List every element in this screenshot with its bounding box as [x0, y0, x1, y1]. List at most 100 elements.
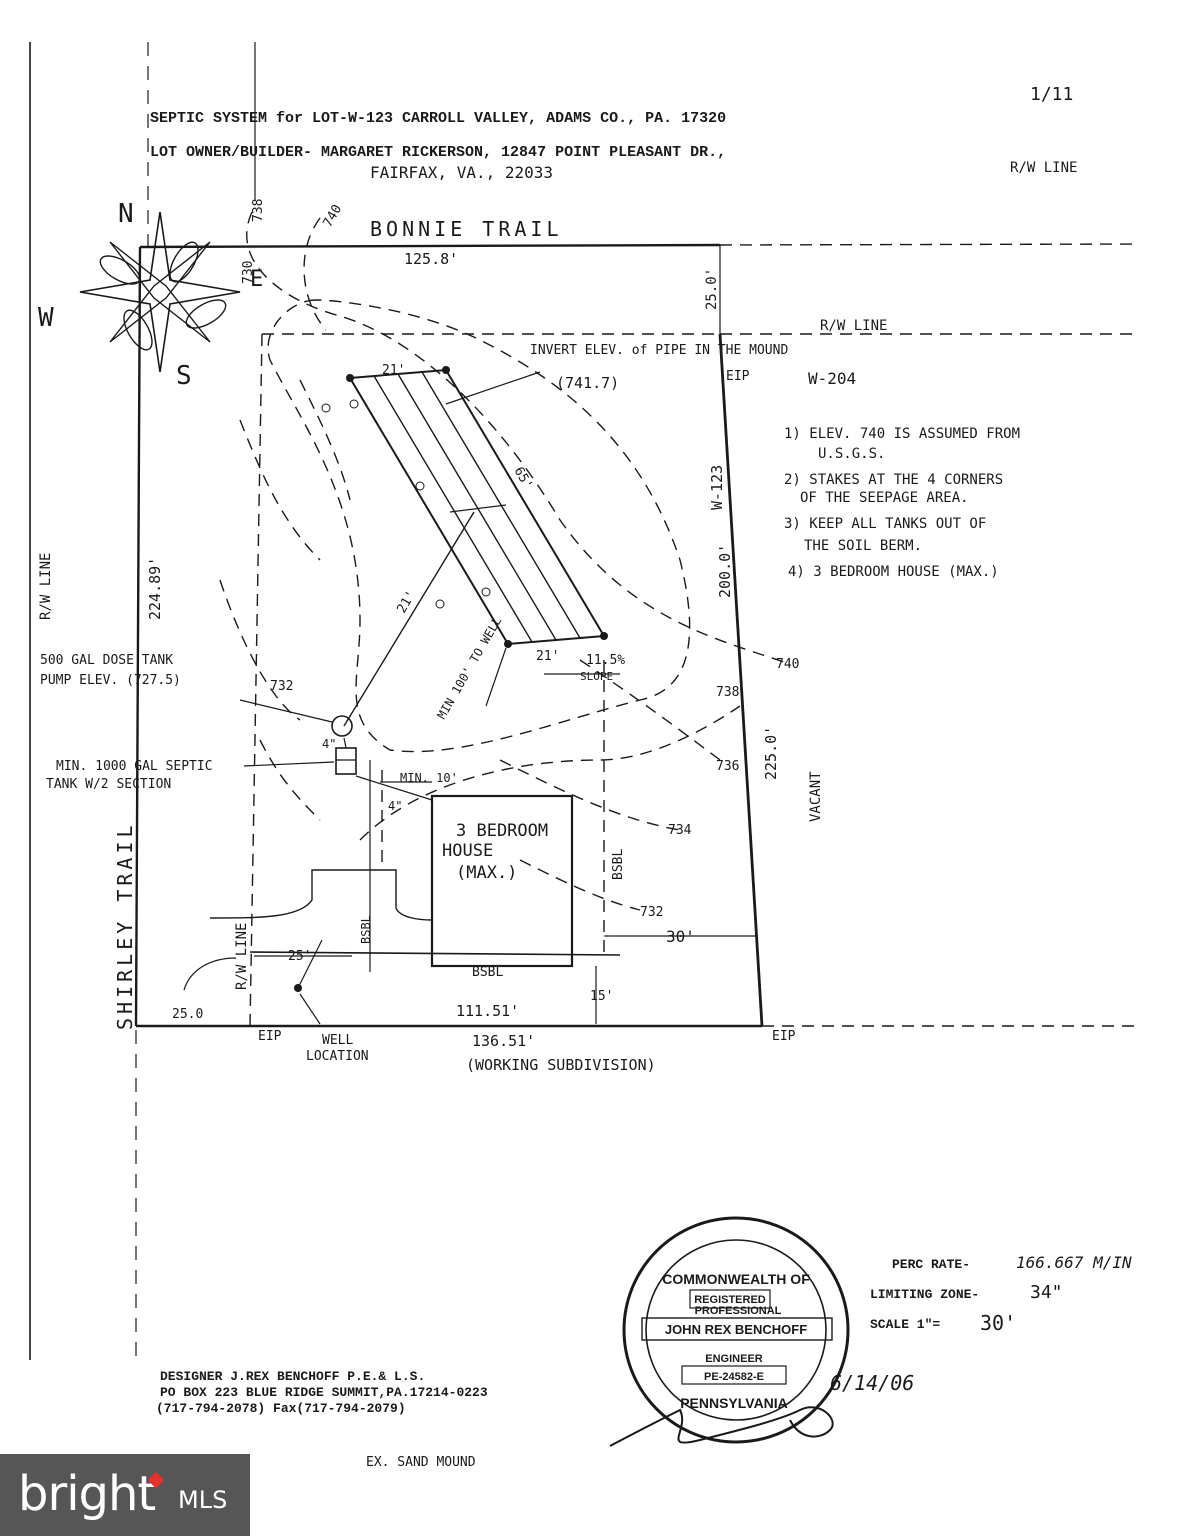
compass-e: E — [250, 267, 263, 292]
well-location-2: LOCATION — [306, 1049, 369, 1064]
house-bottom-dim: 15' — [590, 989, 613, 1004]
four-inch-a: 4" — [322, 737, 336, 751]
top-setback-dim: 25.0' — [704, 268, 720, 310]
slope-value: 11.5% — [586, 653, 625, 668]
perc-label: PERC RATE- — [892, 1257, 970, 1272]
house-label-1: 3 BEDROOM — [456, 821, 548, 841]
house-footprint — [183, 660, 756, 1025]
brand-text: bright — [18, 1466, 156, 1522]
note-2b: OF THE SEEPAGE AREA. — [800, 490, 969, 506]
house-right-dim: 30' — [666, 927, 695, 946]
contour-738-top: 738 — [251, 199, 266, 222]
seal-license: PE-24582-E — [704, 1371, 764, 1383]
top-length-dim: 125.8' — [404, 250, 458, 268]
dose-tank-label: 500 GAL DOSE TANK — [40, 653, 173, 668]
designer-line-2: PO BOX 223 BLUE RIDGE SUMMIT,PA.17214-02… — [160, 1385, 488, 1400]
eip-bottom-left: EIP — [258, 1029, 282, 1044]
pump-elev-label: PUMP ELEV. (727.5) — [40, 673, 181, 688]
contour-732-left: 732 — [270, 679, 293, 694]
eip-bottom-right: EIP — [772, 1029, 796, 1044]
bsbl-left: BSBL — [359, 915, 373, 944]
min-to-well-label: MIN 100' TO WELL — [434, 614, 504, 721]
designer-line-3: (717-794-2078) Fax(717-794-2079) — [156, 1401, 406, 1416]
house-label-3: (MAX.) — [456, 863, 517, 883]
north-arrow-icon — [79, 211, 241, 373]
note-4: 4) 3 BEDROOM HOUSE (MAX.) — [788, 564, 999, 580]
seal-registered: REGISTERED — [694, 1294, 766, 1306]
note-3: 3) KEEP ALL TANKS OUT OF — [784, 516, 986, 532]
min-10-label: MIN. 10' — [400, 771, 458, 785]
invert-elev-label: INVERT ELEV. of PIPE IN THE MOUND — [530, 343, 788, 358]
compass-w: W — [38, 303, 54, 333]
seal-professional: PROFESSIONAL — [695, 1305, 782, 1317]
design-date: 6/14/06 — [830, 1371, 914, 1395]
perc-value: 166.667 M/IN — [1016, 1253, 1132, 1272]
contour-738-right: 738 — [716, 685, 739, 700]
adjacent-lot: W-204 — [808, 369, 856, 388]
contour-732-right: 732 — [640, 905, 663, 920]
well-offset-dim: 25' — [288, 949, 311, 964]
shirley-trail-label: SHIRLEY TRAIL — [113, 821, 137, 1030]
header: SEPTIC SYSTEM for LOT-W-123 CARROLL VALL… — [150, 84, 1073, 182]
right-lower-dim: 225.0' — [762, 726, 780, 780]
brightmls-watermark: bright MLS — [0, 1454, 250, 1536]
eip-top: EIP — [726, 369, 750, 384]
seepage-bed — [321, 366, 620, 727]
sand-mound-label: EX. SAND MOUND — [366, 1455, 476, 1470]
note-2: 2) STAKES AT THE 4 CORNERS — [784, 472, 1003, 488]
right-upper-dim: 200.0' — [716, 544, 734, 598]
contour-736: 736 — [716, 759, 739, 774]
compass-n: N — [118, 199, 134, 229]
bsbl-right: BSBL — [611, 849, 626, 880]
rw-line-lower: R/W LINE — [234, 923, 250, 990]
scale-label: SCALE 1"= — [870, 1317, 940, 1332]
contour-730: 730 — [241, 261, 256, 284]
designer-line-1: DESIGNER J.REX BENCHOFF P.E.& L.S. — [160, 1369, 425, 1384]
specs-block: PERC RATE- 166.667 M/IN LIMITING ZONE- 3… — [870, 1253, 1132, 1335]
field-length-dim: 65' — [511, 465, 536, 493]
contour-740-top: 740 — [320, 202, 345, 230]
scale-value: 30' — [980, 1311, 1016, 1335]
engineer-seal: COMMONWEALTH OF REGISTERED PROFESSIONAL … — [622, 1216, 850, 1444]
corner-mark: 1/11 — [1030, 84, 1073, 105]
vacant-label: VACANT — [808, 771, 824, 822]
bottom-total-dim: 136.51' — [472, 1032, 535, 1050]
house-label-2: HOUSE — [442, 841, 493, 861]
compass-s: S — [176, 361, 192, 391]
contour-734: 734 — [668, 823, 692, 838]
bottom-left-dim: 25.0 — [172, 1007, 203, 1022]
designer-block: DESIGNER J.REX BENCHOFF P.E.& L.S. PO BO… — [156, 1369, 914, 1416]
left-side-dim: 224.89' — [146, 557, 164, 620]
four-inch-b: 4" — [388, 799, 402, 813]
seal-arc-bottom: PENNSYLVANIA — [680, 1395, 788, 1411]
well-location-1: WELL — [322, 1033, 353, 1048]
note-1: 1) ELEV. 740 IS ASSUMED FROM — [784, 426, 1020, 442]
limiting-value: 34" — [1030, 1282, 1063, 1303]
tanks — [239, 699, 433, 801]
header-line-3: FAIRFAX, VA., 22033 — [370, 163, 553, 182]
frame-lines — [29, 42, 256, 1360]
rw-line-inner: R/W LINE — [820, 318, 887, 334]
slope-word: SLOPE — [580, 670, 613, 683]
working-subdivision: (WORKING SUBDIVISION) — [466, 1056, 656, 1074]
bottom-inner-dim: 111.51' — [456, 1002, 519, 1020]
field-top-dim: 21' — [382, 363, 405, 378]
seal-arc-top: COMMONWEALTH OF — [662, 1271, 810, 1287]
invert-elev-value: (741.7) — [556, 374, 619, 392]
brand-suffix: MLS — [178, 1486, 228, 1514]
pipe-length-dim: 21' — [394, 588, 419, 616]
lot-id: W-123 — [708, 465, 726, 510]
seal-name: JOHN REX BENCHOFF — [665, 1322, 807, 1337]
septic-tank-label-2: TANK W/2 SECTION — [46, 777, 171, 792]
bonnie-trail-label: BONNIE TRAIL — [370, 217, 563, 241]
header-line-1: SEPTIC SYSTEM for LOT-W-123 CARROLL VALL… — [150, 110, 726, 127]
signature — [609, 1406, 834, 1447]
note-3b: THE SOIL BERM. — [804, 538, 922, 554]
limiting-label: LIMITING ZONE- — [870, 1287, 979, 1302]
field-bottom-dim: 21' — [536, 649, 559, 664]
notes-block: 1) ELEV. 740 IS ASSUMED FROM U.S.G.S. 2)… — [784, 426, 1020, 580]
contour-740-right: 740 — [776, 657, 799, 672]
rw-line-top-right: R/W LINE — [1010, 160, 1077, 176]
note-1b: U.S.G.S. — [818, 446, 885, 462]
